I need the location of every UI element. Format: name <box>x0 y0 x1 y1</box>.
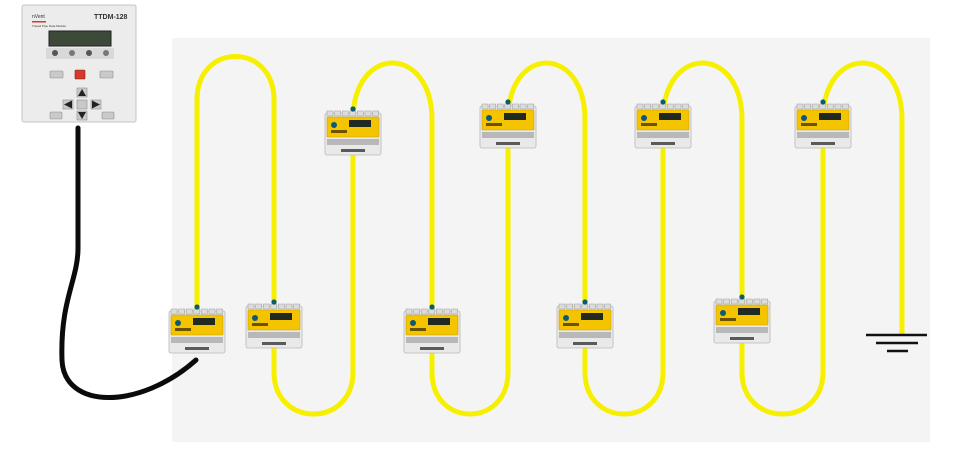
controller-reset-button[interactable] <box>99 70 114 79</box>
leak-detection-module-icon[interactable] <box>556 299 614 349</box>
leak-detection-module-icon[interactable] <box>168 304 226 354</box>
modules-layer <box>168 99 852 354</box>
leak-detection-module-icon[interactable] <box>713 294 771 344</box>
controller-test-button[interactable] <box>49 70 64 79</box>
communication-cable <box>59 125 199 400</box>
leak-detection-module-icon[interactable] <box>479 99 537 149</box>
controller-escape-button[interactable] <box>49 111 63 120</box>
right-arrow-icon <box>92 100 100 109</box>
leak-detection-module-icon[interactable] <box>403 304 461 354</box>
diagram-background-panel <box>172 38 930 442</box>
ground-symbol-icon <box>866 333 927 353</box>
enter-button[interactable] <box>76 99 88 110</box>
sensing-cable <box>194 54 905 417</box>
leak-detection-module-icon[interactable] <box>245 299 303 349</box>
controller-model: TTDM-128 <box>94 14 128 21</box>
leak-detection-module-icon[interactable] <box>324 106 382 156</box>
leak-detection-module-icon[interactable] <box>634 99 692 149</box>
controller-unit[interactable]: nVent Traced Pipe Data Module TTDM-128 <box>21 4 137 123</box>
controller-subtitle: Traced Pipe Data Module <box>32 24 66 28</box>
controller-icon-strip <box>46 48 114 59</box>
up-arrow-icon <box>78 89 86 96</box>
controller-display <box>48 30 112 47</box>
controller-alarm-button[interactable] <box>74 69 86 80</box>
controller-brand: nVent <box>32 14 45 20</box>
leak-detection-module-icon[interactable] <box>794 99 852 149</box>
left-arrow-icon <box>64 100 72 109</box>
controller-menu-button[interactable] <box>101 111 115 120</box>
down-arrow-icon <box>78 112 86 119</box>
